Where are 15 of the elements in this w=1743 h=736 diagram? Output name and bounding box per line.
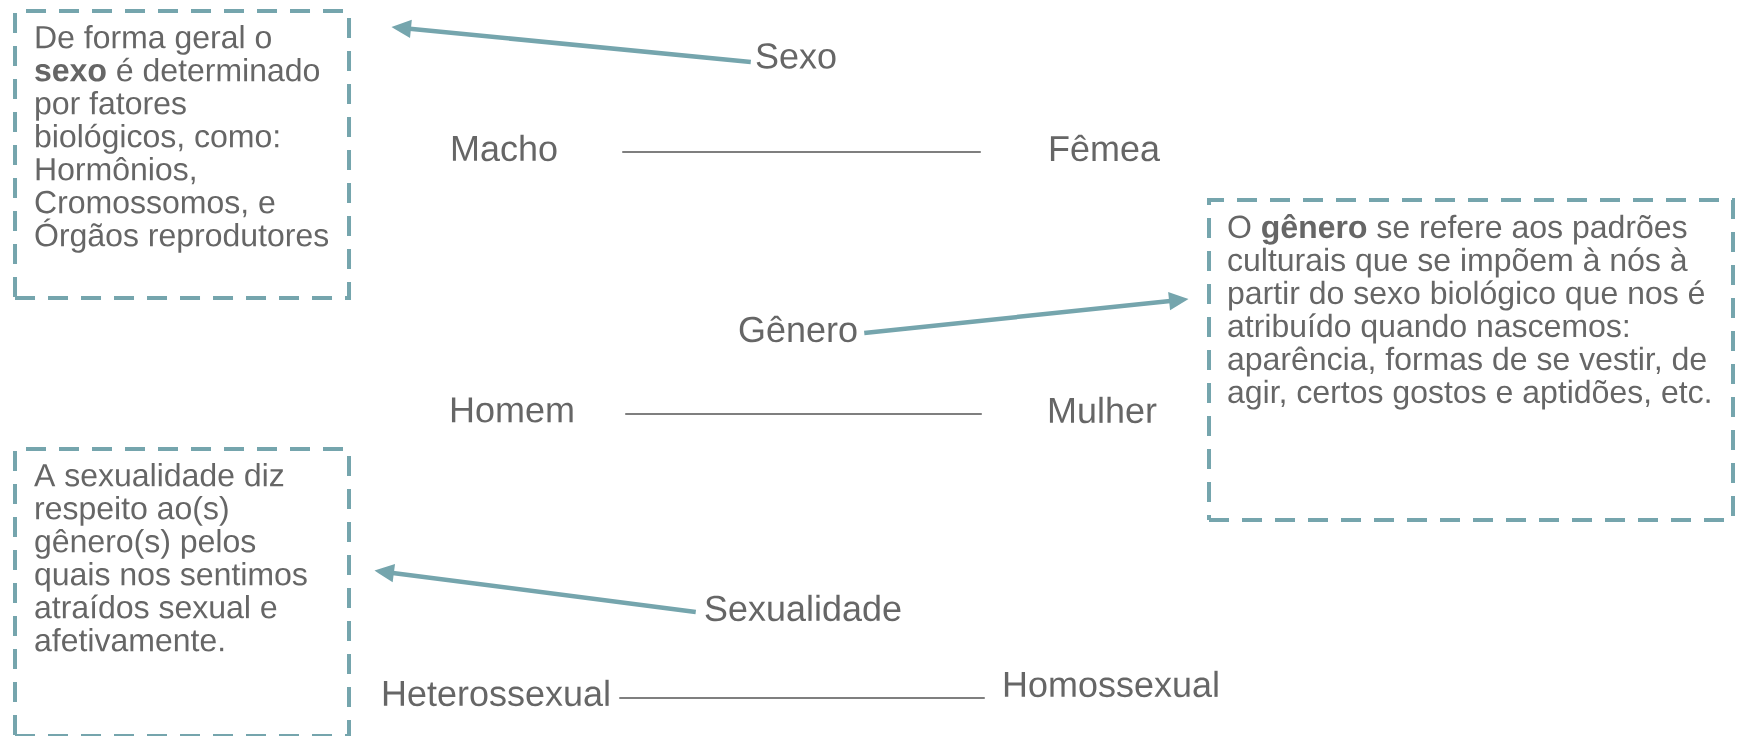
category-label: Gênero (739, 315, 857, 343)
category-label: Macho (452, 134, 557, 162)
category-label: Heterossexual (383, 679, 609, 707)
category-label: Homossexual (1004, 670, 1218, 698)
category-label: Mulher (1049, 396, 1157, 424)
connector-line (618, 697, 986, 699)
text-box: A sexualidade diz respeito ao(s) gênero(s) pelos quais nos sentimos atraídos sexual e afetivamente. (13, 447, 351, 736)
category-label: Sexo (756, 43, 836, 69)
category-label: Sexualidade (705, 594, 901, 622)
text-box: O gênero se refere aos padrões culturais que se impõem à nós à partir do sexo biológico que nos é atribuído quando nascemos: aparência, formas de se vestir, de agir, certos gostos e aptidões, etc. (1207, 198, 1735, 522)
text-box: De forma geral o sexo é determinado por fatores biológicos, como: Hormônios, Cromossomos, e Órgãos reprodutores (13, 9, 351, 300)
connector-line (621, 151, 982, 153)
category-label: Homem (451, 397, 573, 423)
category-label: Fêmea (1050, 134, 1160, 162)
connector-line (624, 413, 983, 415)
